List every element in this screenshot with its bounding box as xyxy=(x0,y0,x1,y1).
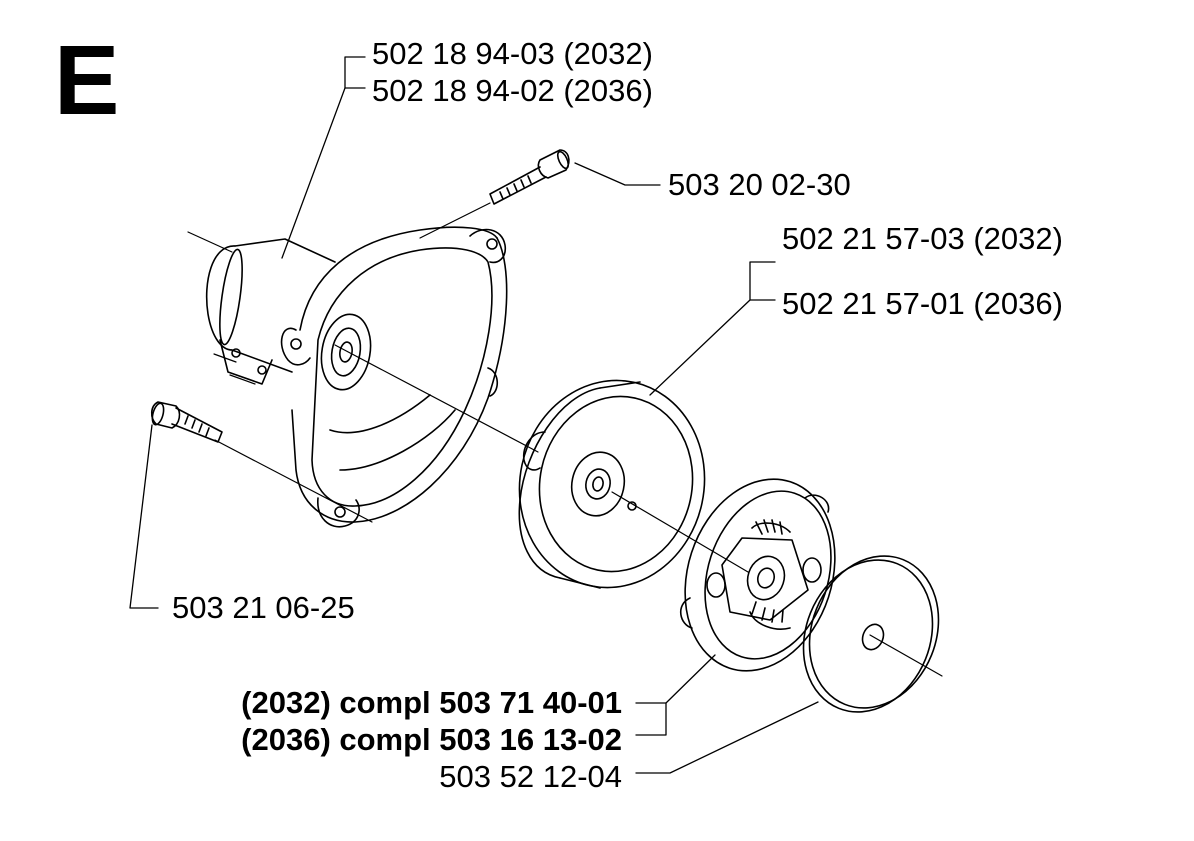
label-clutch-2036: (2036) compl 503 16 13-02 xyxy=(241,722,622,757)
washer-leader xyxy=(635,701,819,774)
screw-left xyxy=(150,401,223,443)
screw-top xyxy=(489,149,570,205)
label-clutch-2032: (2032) compl 503 71 40-01 xyxy=(241,685,622,720)
label-drum-2036: 502 21 57-01 (2036) xyxy=(782,286,1063,321)
clutch-bracket xyxy=(635,702,667,736)
label-screw-left: 503 21 06-25 xyxy=(172,590,355,625)
label-screw-top: 503 20 02-30 xyxy=(668,167,851,202)
housing-bracket xyxy=(344,56,366,89)
screw-top-leader xyxy=(574,162,661,186)
washer xyxy=(802,555,940,713)
label-drum-2032: 502 21 57-03 (2032) xyxy=(782,221,1063,256)
drum-bracket xyxy=(749,261,776,301)
leader-lines xyxy=(129,56,819,774)
label-housing-2036: 502 18 94-02 (2036) xyxy=(372,73,653,108)
label-washer: 503 52 12-04 xyxy=(439,759,622,794)
drum-leader xyxy=(649,299,751,396)
clutch-drum xyxy=(518,379,706,589)
section-letter: E xyxy=(54,25,120,135)
clutch-housing xyxy=(205,226,508,528)
label-housing-2032: 502 18 94-03 (2032) xyxy=(372,36,653,71)
clutch-leader xyxy=(665,654,716,704)
housing-leader xyxy=(281,87,346,259)
screw-left-leader xyxy=(129,424,159,609)
